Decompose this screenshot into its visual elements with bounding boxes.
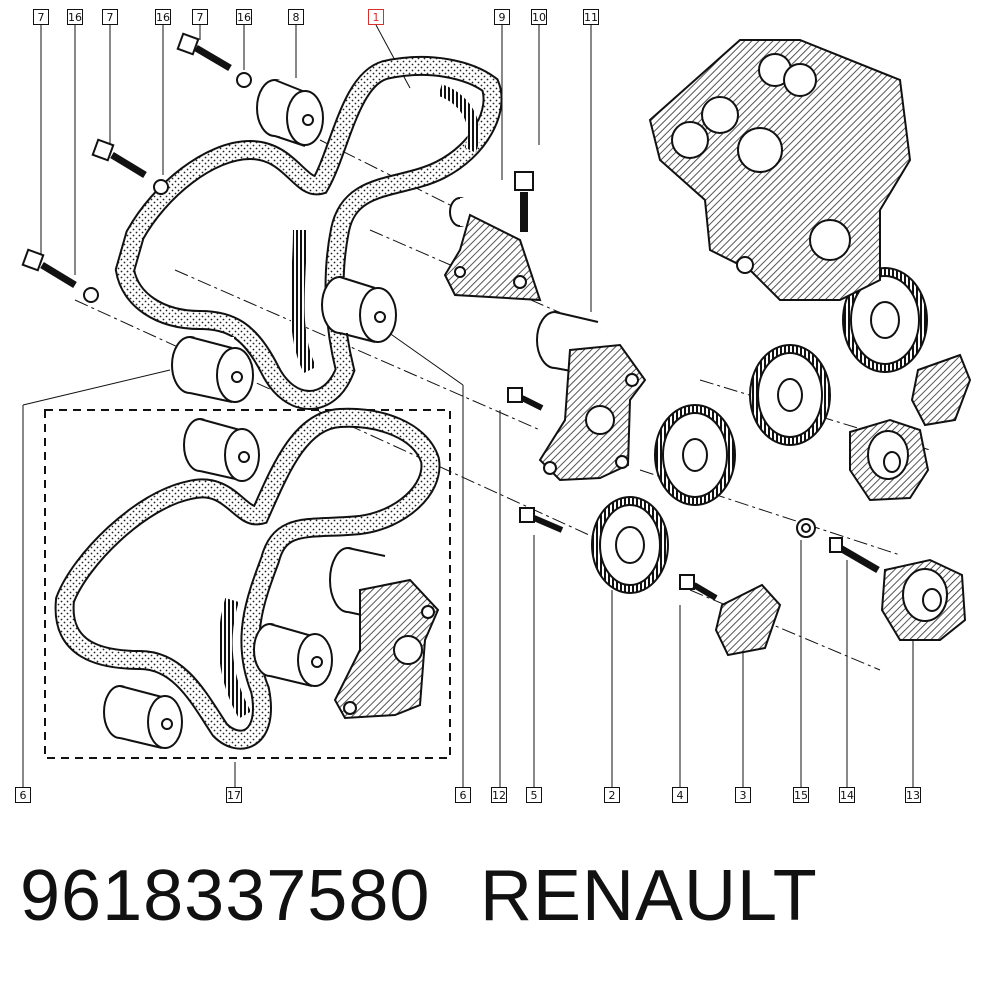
callout-16-c: 16 [236,9,252,25]
tensioner-assembly [536,311,647,482]
callout-4: 4 [672,787,688,803]
idler-bracket [443,197,542,302]
callout-6-a: 6 [15,787,31,803]
callout-15: 15 [793,787,809,803]
callout-8: 8 [288,9,304,25]
timing-belt-kit [44,407,451,759]
callout-11: 11 [583,9,599,25]
callout-14: 14 [839,787,855,803]
bolts [21,32,880,601]
hubs-and-flanges [714,353,972,657]
callout-6-b: 6 [455,787,471,803]
callout-7-b: 7 [102,9,118,25]
callout-9: 9 [494,9,510,25]
callout-16-b: 16 [155,9,171,25]
callout-2: 2 [604,787,620,803]
roller-pulleys [103,79,397,749]
leader-lines-bottom [22,329,914,787]
callout-13: 13 [905,787,921,803]
sprockets [591,267,928,594]
callout-16-a: 16 [67,9,83,25]
callout-17: 17 [226,787,242,803]
callout-7-c: 7 [192,9,208,25]
part-number: 9618337580 [20,856,431,936]
engine-block-illustration [648,39,912,301]
timing-belt-upper [114,55,503,410]
callout-1-highlighted: 1 [368,9,384,25]
brand-name: RENAULT [480,856,818,936]
callout-5: 5 [526,787,542,803]
callout-12: 12 [491,787,507,803]
callout-7-a: 7 [33,9,49,25]
callout-3: 3 [735,787,751,803]
callout-10: 10 [531,9,547,25]
tensioner-kit [329,547,440,720]
